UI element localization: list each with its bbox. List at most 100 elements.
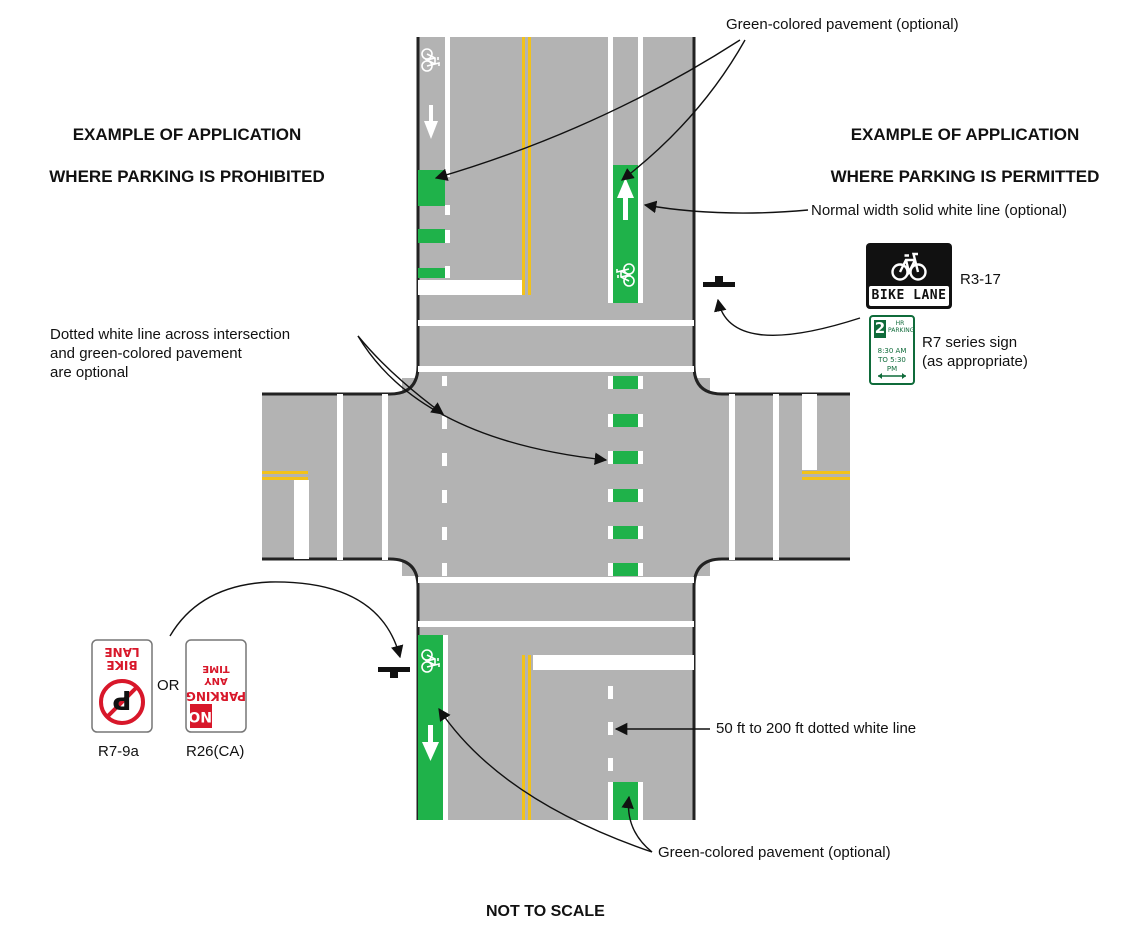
bike-lane-line-nw	[445, 37, 450, 177]
footer-not-to-scale: NOT TO SCALE	[486, 903, 605, 920]
north-street	[418, 37, 694, 397]
west-lane-edge	[294, 480, 309, 559]
dotted-line-nw1	[445, 205, 450, 215]
stop-bar-south	[533, 655, 694, 670]
up-arrow-head-ne	[617, 178, 634, 198]
crosswalk-east-1	[729, 394, 735, 560]
down-arrow-head-sw	[422, 742, 439, 761]
callout-green-top: Green-colored pavement (optional)	[726, 16, 959, 33]
sign-r7-9a-line1: BIKE	[106, 658, 138, 672]
east-lane-edge	[802, 394, 817, 470]
green-dot-3	[613, 451, 638, 464]
or-label: OR	[157, 677, 180, 694]
no-parking-icon	[99, 679, 145, 725]
callout-white-line: Normal width solid white line (optional)	[811, 202, 1067, 219]
crosswalk-north-1	[418, 320, 694, 326]
sign-r26-code: R26(CA)	[186, 743, 245, 760]
sign-r7-parking: PARKING	[888, 327, 915, 334]
sign-r7-time1: 8:30 AM	[877, 347, 907, 355]
sign-r26	[185, 639, 247, 733]
sign-r26-text: NO PARKING ANY TIME	[186, 644, 246, 728]
green-pavement-se	[613, 782, 638, 820]
green-pavement-nw3	[418, 268, 445, 278]
curb-se	[692, 557, 850, 820]
green-dot-6	[613, 563, 638, 576]
bike-lane-line-sw	[443, 635, 448, 820]
green-pavement-nw2	[418, 229, 445, 243]
sign-r7-hours-text: HR PARKING	[888, 320, 915, 334]
sign-r26-line2: PARKING	[186, 689, 246, 703]
down-arrow-shaft-nw	[429, 105, 433, 123]
west-markings	[262, 394, 388, 560]
sign-r7-9a	[91, 639, 153, 733]
bike-lane-line-ne4	[638, 165, 643, 303]
yellow-centerline-n2	[528, 37, 531, 295]
bike-lane-line-ne2	[638, 37, 643, 165]
curb-nw	[262, 37, 420, 396]
yellow-centerline-s1	[522, 655, 525, 820]
sign-posts	[378, 276, 735, 678]
heading-prohibited-line1: EXAMPLE OF APPLICATION	[72, 125, 302, 144]
intersection-core	[402, 378, 710, 576]
crosswalk-east-2	[773, 394, 779, 560]
callout-arrows	[169, 39, 861, 853]
callout-green-bottom: Green-colored pavement (optional)	[658, 844, 891, 861]
sign-r7-9a-line2: LANE	[104, 645, 140, 659]
bike-lane-line-ne1	[608, 37, 613, 165]
heading-prohibited-line2: WHERE PARKING IS PROHIBITED	[49, 167, 325, 186]
yellow-east-2	[802, 477, 850, 480]
dotted-line-nw3	[445, 266, 450, 278]
sign-r7-times: 8:30 AM TO 5:30 PM	[872, 347, 912, 374]
sign-r3-17	[866, 243, 952, 309]
sign-r7	[869, 315, 915, 385]
east-markings	[729, 394, 850, 560]
heading-permitted-line2: WHERE PARKING IS PERMITTED	[830, 167, 1100, 186]
green-dot-4	[613, 489, 638, 502]
callout-dotted-across: Dotted white line across intersection an…	[50, 326, 291, 381]
sign-post-ne	[703, 282, 735, 287]
crosswalk-south-1	[418, 577, 694, 583]
yellow-centerline-n1	[522, 37, 525, 295]
heading-permitted: EXAMPLE OF APPLICATION WHERE PARKING IS …	[790, 103, 1140, 208]
sign-r7-caption: R7 series sign (as appropriate)	[922, 334, 1028, 370]
sign-r26-line3: ANY	[204, 675, 228, 686]
sign-r3-17-text: BIKE LANE	[871, 288, 947, 303]
green-dot-5	[613, 526, 638, 539]
sign-r7-9a-p: P	[112, 684, 132, 714]
crosswalk-west-1	[337, 394, 343, 560]
yellow-west-2	[262, 477, 308, 480]
stop-bar-north	[418, 280, 522, 295]
down-arrow-shaft-sw	[428, 725, 433, 745]
intersection-dotted-lines	[442, 376, 643, 576]
south-markings	[418, 577, 694, 820]
sign-r7-time2: TO 5:30 PM	[878, 356, 906, 373]
sign-r7-hr: HR	[895, 320, 905, 327]
heading-permitted-line1: EXAMPLE OF APPLICATION	[850, 125, 1080, 144]
dotted-line-nw2	[445, 230, 450, 243]
callout-dotted-50-200: 50 ft to 200 ft dotted white line	[716, 720, 917, 737]
sign-r26-line4: TIME	[202, 663, 230, 674]
yellow-centerline-s2	[528, 655, 531, 820]
down-arrow-head-nw	[424, 121, 438, 139]
south-street	[418, 560, 694, 820]
yellow-west-1	[262, 471, 308, 474]
sign-r7-9a-code: R7-9a	[98, 743, 139, 760]
sign-post-sw	[378, 667, 410, 672]
corner-fill-nw	[402, 378, 418, 394]
north-markings	[418, 37, 694, 372]
green-dot-2	[613, 414, 638, 427]
pavement	[262, 37, 850, 820]
curb-sw	[262, 557, 420, 820]
crosswalk-north-2	[418, 366, 694, 372]
sign-r7-hours-number: 2	[874, 319, 886, 337]
bike-lane-line-ne3	[608, 165, 613, 303]
green-pavement-nw1	[418, 170, 445, 206]
sign-r7-9a-text: BIKE LANE	[92, 645, 152, 672]
sign-r3-17-code: R3-17	[960, 271, 1001, 288]
sign-r26-line1: NO	[188, 708, 212, 724]
crosswalk-west-2	[382, 394, 388, 560]
green-dot-1	[613, 376, 638, 389]
yellow-east-1	[802, 471, 850, 474]
